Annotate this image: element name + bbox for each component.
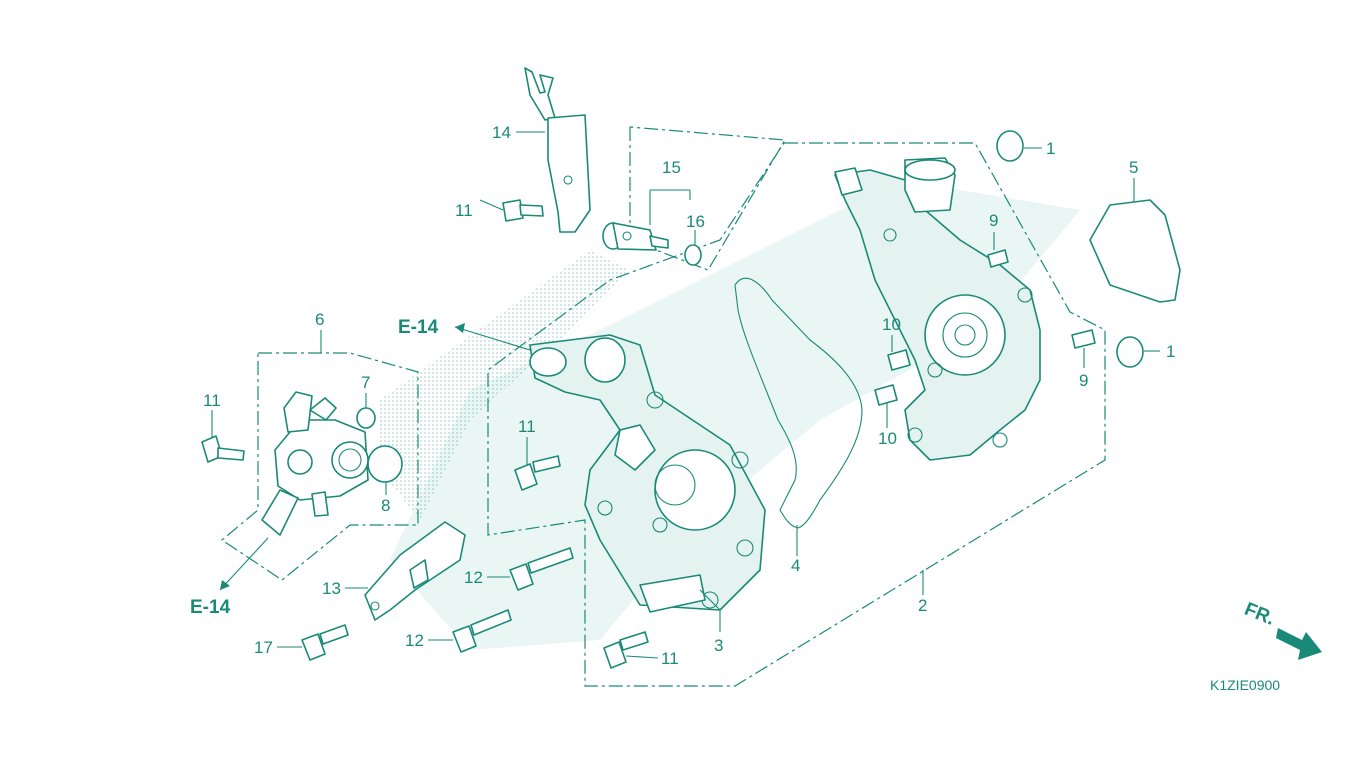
reference-e14-upper: E-14 bbox=[398, 317, 439, 338]
bracket-part-13 bbox=[364, 521, 466, 621]
water-pump-part-2 bbox=[834, 157, 1041, 461]
leader-lines bbox=[211, 131, 1160, 659]
callout-9-lower: 9 bbox=[1079, 371, 1088, 390]
bolt-part-11-top bbox=[502, 199, 544, 222]
oring-part-1-upper bbox=[996, 130, 1024, 162]
callout-8: 8 bbox=[381, 496, 390, 515]
pump-cover-part-3 bbox=[529, 334, 766, 613]
dowel-part-10-upper bbox=[887, 349, 911, 371]
washer-part-16 bbox=[684, 244, 702, 266]
callout-labels: 1 1 2 3 4 5 6 7 8 9 9 10 10 11 11 11 11 … bbox=[190, 123, 1280, 693]
bolt-part-11-lower bbox=[603, 631, 649, 669]
gasket-part-4 bbox=[734, 277, 863, 529]
oring-part-8 bbox=[367, 445, 403, 483]
callout-11-lower: 11 bbox=[661, 649, 679, 668]
gasket-part-5 bbox=[1089, 199, 1181, 303]
callout-12-lower: 12 bbox=[405, 631, 424, 650]
thermostat-housing-part-6 bbox=[261, 391, 369, 536]
bolt-part-12-lower bbox=[452, 609, 512, 653]
dowel-part-9-upper bbox=[987, 249, 1009, 268]
callout-6: 6 bbox=[315, 310, 324, 329]
callout-4: 4 bbox=[791, 556, 800, 575]
callout-7: 7 bbox=[361, 373, 370, 392]
callout-16: 16 bbox=[686, 212, 705, 231]
dotted-shading bbox=[380, 250, 630, 520]
reference-e14-lower: E-14 bbox=[190, 597, 231, 618]
callout-12-upper: 12 bbox=[464, 568, 483, 587]
front-marker-label: FR. bbox=[1241, 599, 1277, 630]
bolt-part-12-upper bbox=[509, 547, 574, 591]
callout-15: 15 bbox=[662, 158, 681, 177]
callout-17: 17 bbox=[254, 638, 273, 657]
group-outlines bbox=[220, 126, 1106, 687]
callout-10-lower: 10 bbox=[878, 429, 897, 448]
callout-11-middle: 11 bbox=[518, 417, 536, 436]
callout-11-left: 11 bbox=[203, 391, 221, 410]
callout-3: 3 bbox=[714, 636, 723, 655]
reference-arrows bbox=[220, 323, 465, 590]
bolt-part-17 bbox=[301, 624, 349, 661]
callout-2: 2 bbox=[918, 596, 927, 615]
callout-1-lower: 1 bbox=[1166, 342, 1175, 361]
drawing-code: K1ZIE0900 bbox=[1210, 677, 1280, 693]
callout-13: 13 bbox=[322, 579, 341, 598]
bolt-part-11-middle bbox=[514, 455, 561, 491]
callout-14: 14 bbox=[492, 123, 511, 142]
callout-11-top: 11 bbox=[455, 201, 473, 220]
front-direction-arrow bbox=[1276, 628, 1322, 660]
oring-part-1-lower bbox=[1116, 336, 1144, 368]
callout-10-upper: 10 bbox=[882, 315, 901, 334]
callout-5: 5 bbox=[1129, 158, 1138, 177]
callout-1-upper: 1 bbox=[1046, 139, 1055, 158]
dowel-part-10-lower bbox=[874, 384, 898, 406]
oring-part-7 bbox=[356, 407, 376, 429]
dowel-part-9-lower bbox=[1071, 329, 1096, 349]
bolt-part-11-left bbox=[201, 435, 245, 463]
bracket-part-14 bbox=[524, 67, 591, 233]
thermo-valve-part-15 bbox=[602, 222, 669, 251]
callout-9-upper: 9 bbox=[989, 211, 998, 230]
